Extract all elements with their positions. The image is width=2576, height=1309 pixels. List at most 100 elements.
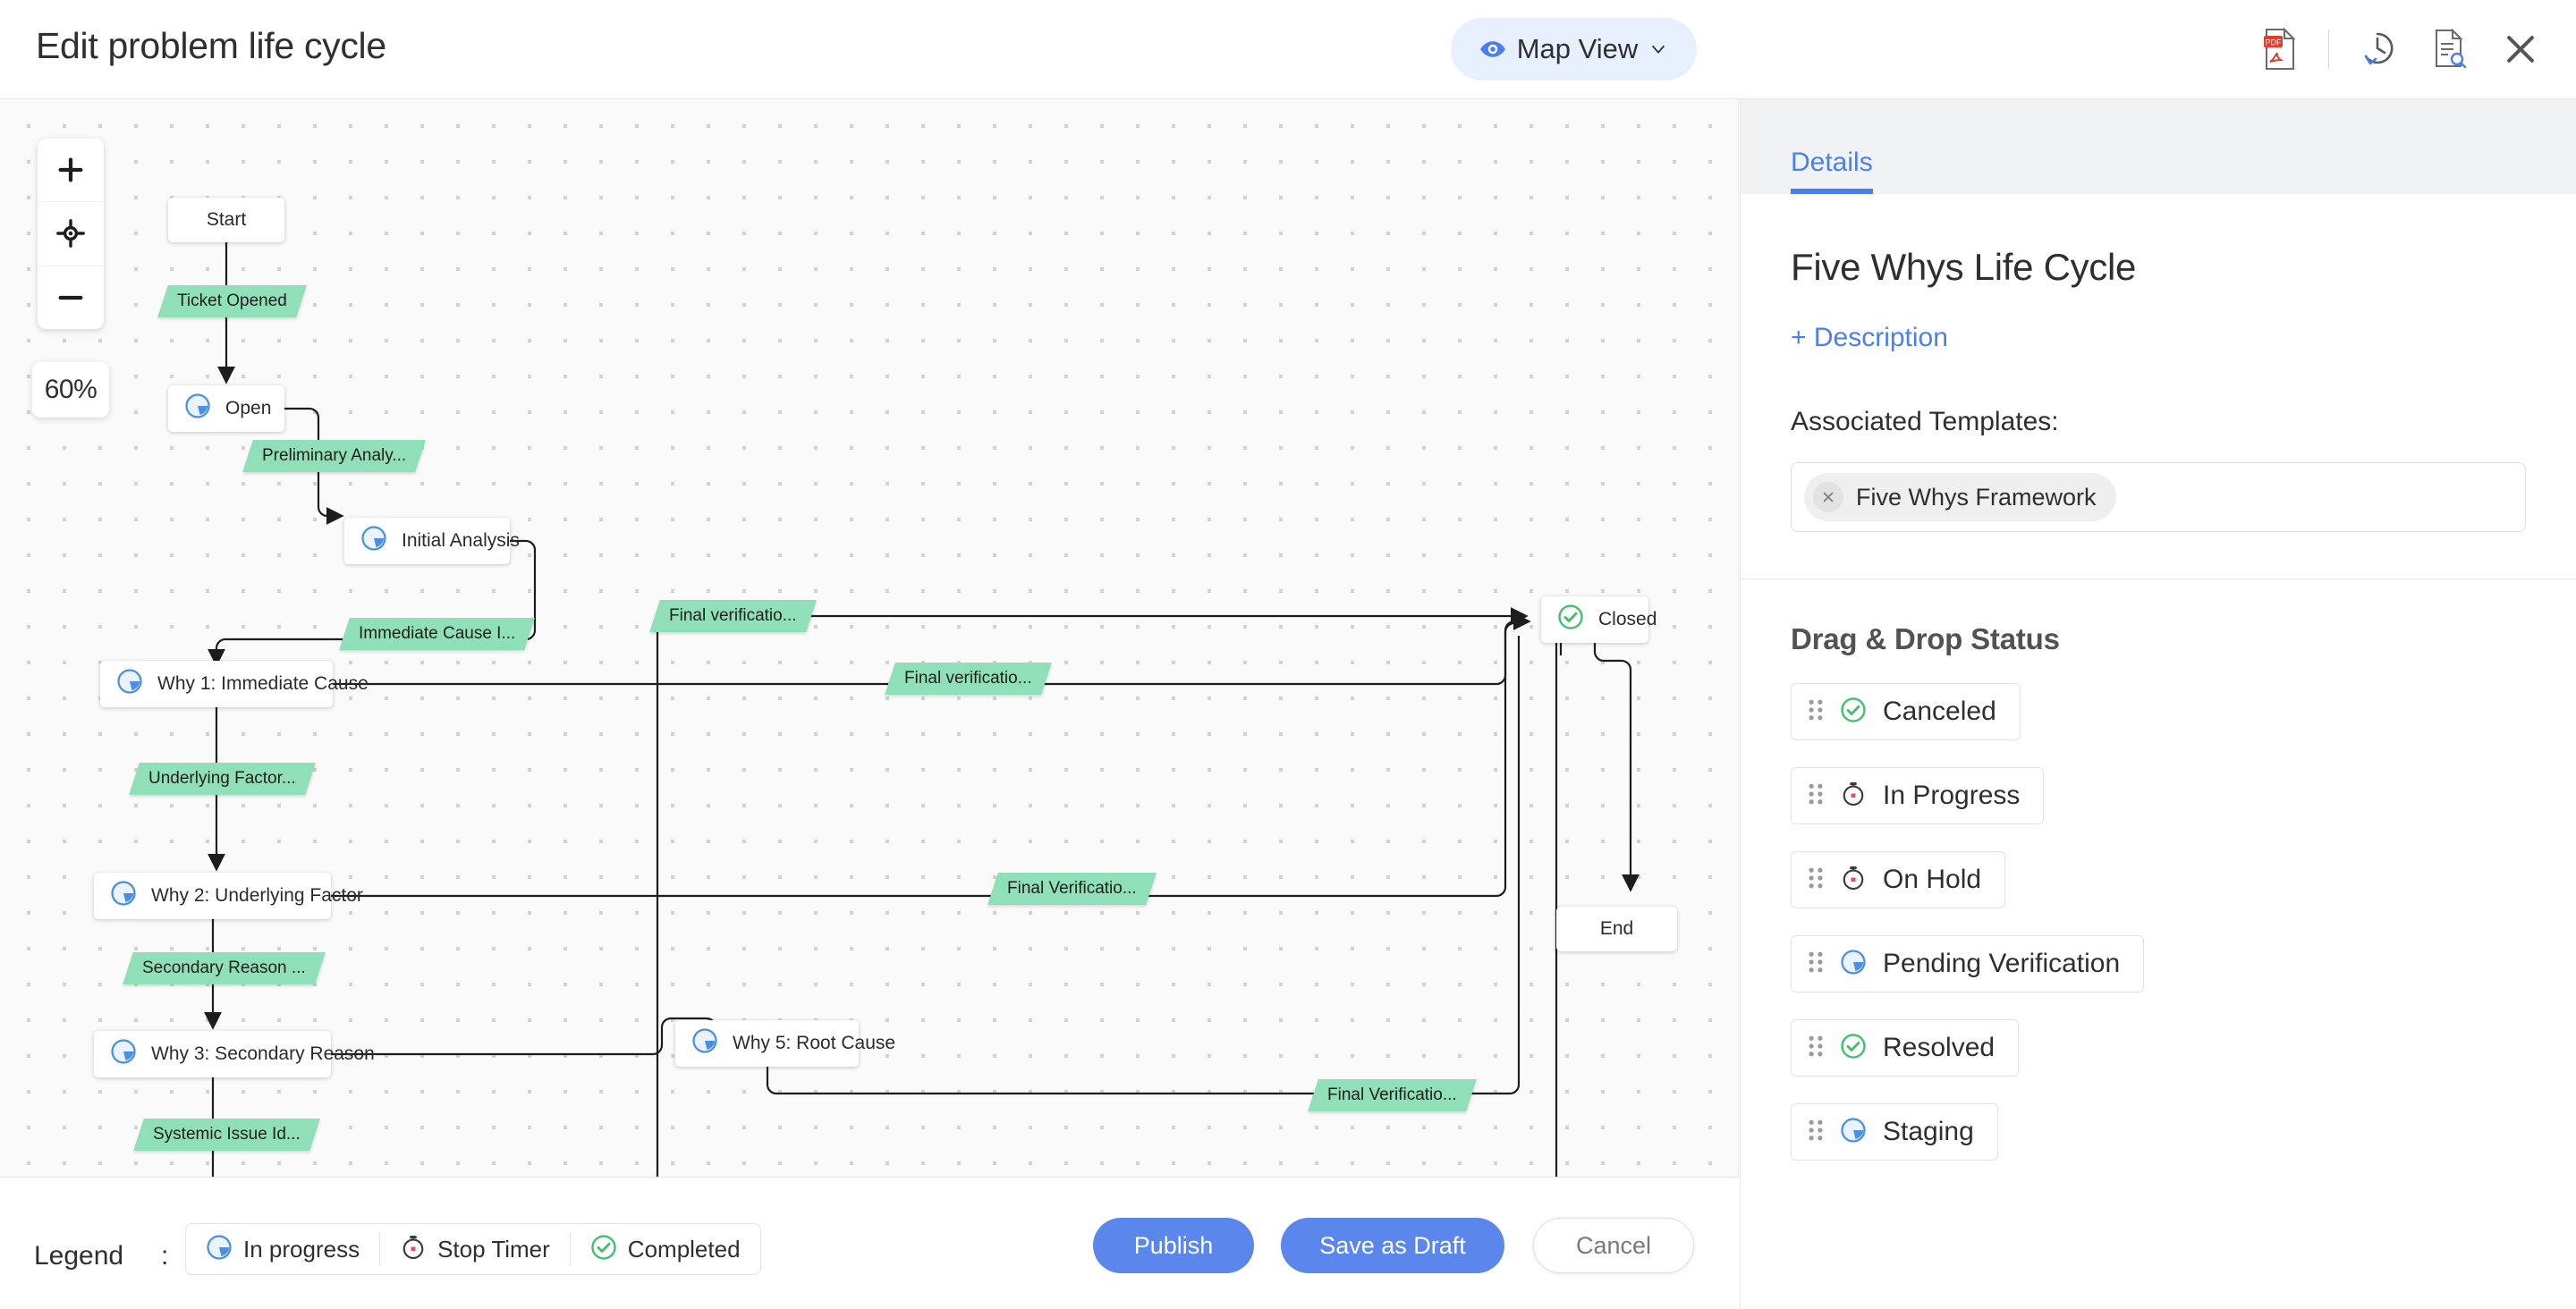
remove-chip-icon[interactable] <box>1813 482 1843 512</box>
edge-label[interactable]: Underlying Factor... <box>129 763 316 795</box>
edge-label[interactable]: Ticket Opened <box>157 285 307 317</box>
flow-node-why5[interactable]: Why 5: Root Cause <box>675 1020 895 1067</box>
details-panel: Details Five Whys Life Cycle + Descripti… <box>1740 99 2576 1309</box>
app-header: Edit problem life cycle Map View PDF <box>0 0 2576 99</box>
status-row-wrapper: Resolved <box>1791 1019 2526 1103</box>
stop-timer-icon <box>400 1234 427 1265</box>
stop-timer-icon <box>1840 781 1867 812</box>
status-row[interactable]: On Hold <box>1791 851 2006 908</box>
status-row[interactable]: Staging <box>1791 1103 1998 1161</box>
edge-label[interactable]: Final Verificatio... <box>1308 1079 1477 1111</box>
edge-label[interactable]: Systemic Issue Id... <box>133 1119 320 1151</box>
legend-item-label: Completed <box>627 1235 741 1263</box>
header-icon-group: PDF <box>2257 18 2544 80</box>
map-view-button[interactable]: Map View <box>1451 18 1697 80</box>
flow-node-why3[interactable]: Why 3: Secondary Reason <box>94 1031 375 1077</box>
drag-handle-icon[interactable] <box>1808 1034 1824 1063</box>
associated-templates-label: Associated Templates: <box>1791 407 2059 436</box>
legend-item-label: In progress <box>243 1235 360 1263</box>
document-search-icon[interactable] <box>2426 21 2472 77</box>
header-divider <box>2328 30 2329 69</box>
lifecycle-title: Five Whys Life Cycle <box>1791 246 2137 288</box>
chevron-down-icon <box>1648 39 1668 59</box>
flow-node-label: Why 1: Immediate Cause <box>157 673 369 694</box>
status-label: Pending Verification <box>1883 949 2121 978</box>
zoom-out-button[interactable] <box>38 265 104 329</box>
drag-handle-icon[interactable] <box>1808 866 1824 895</box>
edge-label-text: Preliminary Analy... <box>262 446 407 465</box>
status-row-wrapper: Canceled <box>1791 683 2526 767</box>
panel-divider <box>1741 578 2576 579</box>
page-title: Edit problem life cycle <box>36 25 386 66</box>
flow-node-closed[interactable]: Closed <box>1541 596 1657 643</box>
status-row[interactable]: Pending Verification <box>1791 935 2145 992</box>
status-row[interactable]: Resolved <box>1791 1019 2020 1077</box>
fit-to-screen-button[interactable] <box>38 201 104 265</box>
flow-node-end[interactable]: End <box>1556 907 1677 951</box>
add-description-link[interactable]: + Description <box>1791 323 1948 352</box>
zoom-in-button[interactable] <box>38 139 104 201</box>
drag-handle-icon[interactable] <box>1808 950 1824 979</box>
zoom-controls[interactable] <box>38 139 104 329</box>
pdf-export-icon[interactable]: PDF <box>2257 21 2303 77</box>
tab-details[interactable]: Details <box>1791 148 1873 194</box>
flow-node-initial[interactable]: Initial Analysis <box>344 518 520 564</box>
status-label: Resolved <box>1883 1033 1996 1062</box>
close-icon[interactable] <box>2497 21 2544 77</box>
drag-handle-icon[interactable] <box>1808 1118 1824 1147</box>
svg-text:PDF: PDF <box>2266 38 2283 47</box>
edge-label[interactable]: Final Verificatio... <box>987 873 1157 905</box>
in-progress-icon <box>184 393 211 425</box>
edge-label[interactable]: Preliminary Analy... <box>242 440 427 472</box>
flow-node-label: Initial Analysis <box>402 530 520 551</box>
edge-label[interactable]: Final verificatio... <box>649 600 817 632</box>
completed-icon <box>1557 604 1584 636</box>
flow-node-open[interactable]: Open <box>168 385 284 432</box>
save-as-draft-button[interactable]: Save as Draft <box>1281 1218 1504 1273</box>
status-label: Canceled <box>1883 697 1996 726</box>
map-view-label: Map View <box>1516 33 1639 64</box>
edge-label[interactable]: Final verificatio... <box>885 663 1052 695</box>
flow-node-why2[interactable]: Why 2: Underlying Factor <box>94 873 363 919</box>
edge-label-text: Underlying Factor... <box>148 769 296 788</box>
canvas-right-border <box>1738 99 1739 1177</box>
edge-label-text: Secondary Reason ... <box>142 959 306 977</box>
legend-colon: : <box>161 1241 169 1271</box>
flow-node-start[interactable]: Start <box>168 198 284 242</box>
in-progress-icon <box>691 1027 718 1060</box>
status-label: In Progress <box>1883 781 2021 810</box>
flow-node-label: Closed <box>1598 609 1657 629</box>
flow-node-label: Start <box>206 209 247 230</box>
drag-handle-icon[interactable] <box>1808 781 1824 811</box>
history-icon[interactable] <box>2354 21 2401 77</box>
status-label: Staging <box>1883 1117 1974 1146</box>
edge-label[interactable]: Immediate Cause I... <box>339 618 536 650</box>
edge-label[interactable]: Secondary Reason ... <box>123 952 326 984</box>
flow-node-label: Open <box>225 398 272 418</box>
flow-canvas[interactable]: 60% Start Open Initial Analysis Why 1: I… <box>0 99 1739 1177</box>
status-row[interactable]: Canceled <box>1791 683 2021 740</box>
associated-templates-field[interactable]: Five Whys Framework <box>1791 462 2526 532</box>
edge-label-text: Ticket Opened <box>177 291 287 310</box>
eye-icon <box>1479 36 1506 63</box>
template-chip-label: Five Whys Framework <box>1856 483 2097 511</box>
status-row-wrapper: Staging <box>1791 1103 2526 1187</box>
edge-label-text: Final verificatio... <box>669 606 797 625</box>
completed-icon <box>590 1234 617 1265</box>
flow-node-label: End <box>1599 918 1634 939</box>
edge-label-text: Immediate Cause I... <box>359 624 516 643</box>
flow-node-why1[interactable]: Why 1: Immediate Cause <box>100 661 369 707</box>
template-chip[interactable]: Five Whys Framework <box>1804 473 2116 521</box>
legend-item: In progress <box>186 1232 379 1266</box>
in-progress-icon <box>1840 949 1867 980</box>
in-progress-icon <box>206 1234 233 1265</box>
completed-icon <box>1840 1033 1867 1064</box>
cancel-button[interactable]: Cancel <box>1533 1218 1694 1273</box>
flow-node-label: Why 2: Underlying Factor <box>151 885 363 906</box>
edge-label-text: Final verificatio... <box>904 669 1032 688</box>
status-row-wrapper: Pending Verification <box>1791 935 2526 1019</box>
status-row[interactable]: In Progress <box>1791 767 2045 824</box>
drag-handle-icon[interactable] <box>1808 697 1824 727</box>
publish-button[interactable]: Publish <box>1093 1218 1254 1273</box>
zoom-level-display: 60% <box>32 362 109 418</box>
